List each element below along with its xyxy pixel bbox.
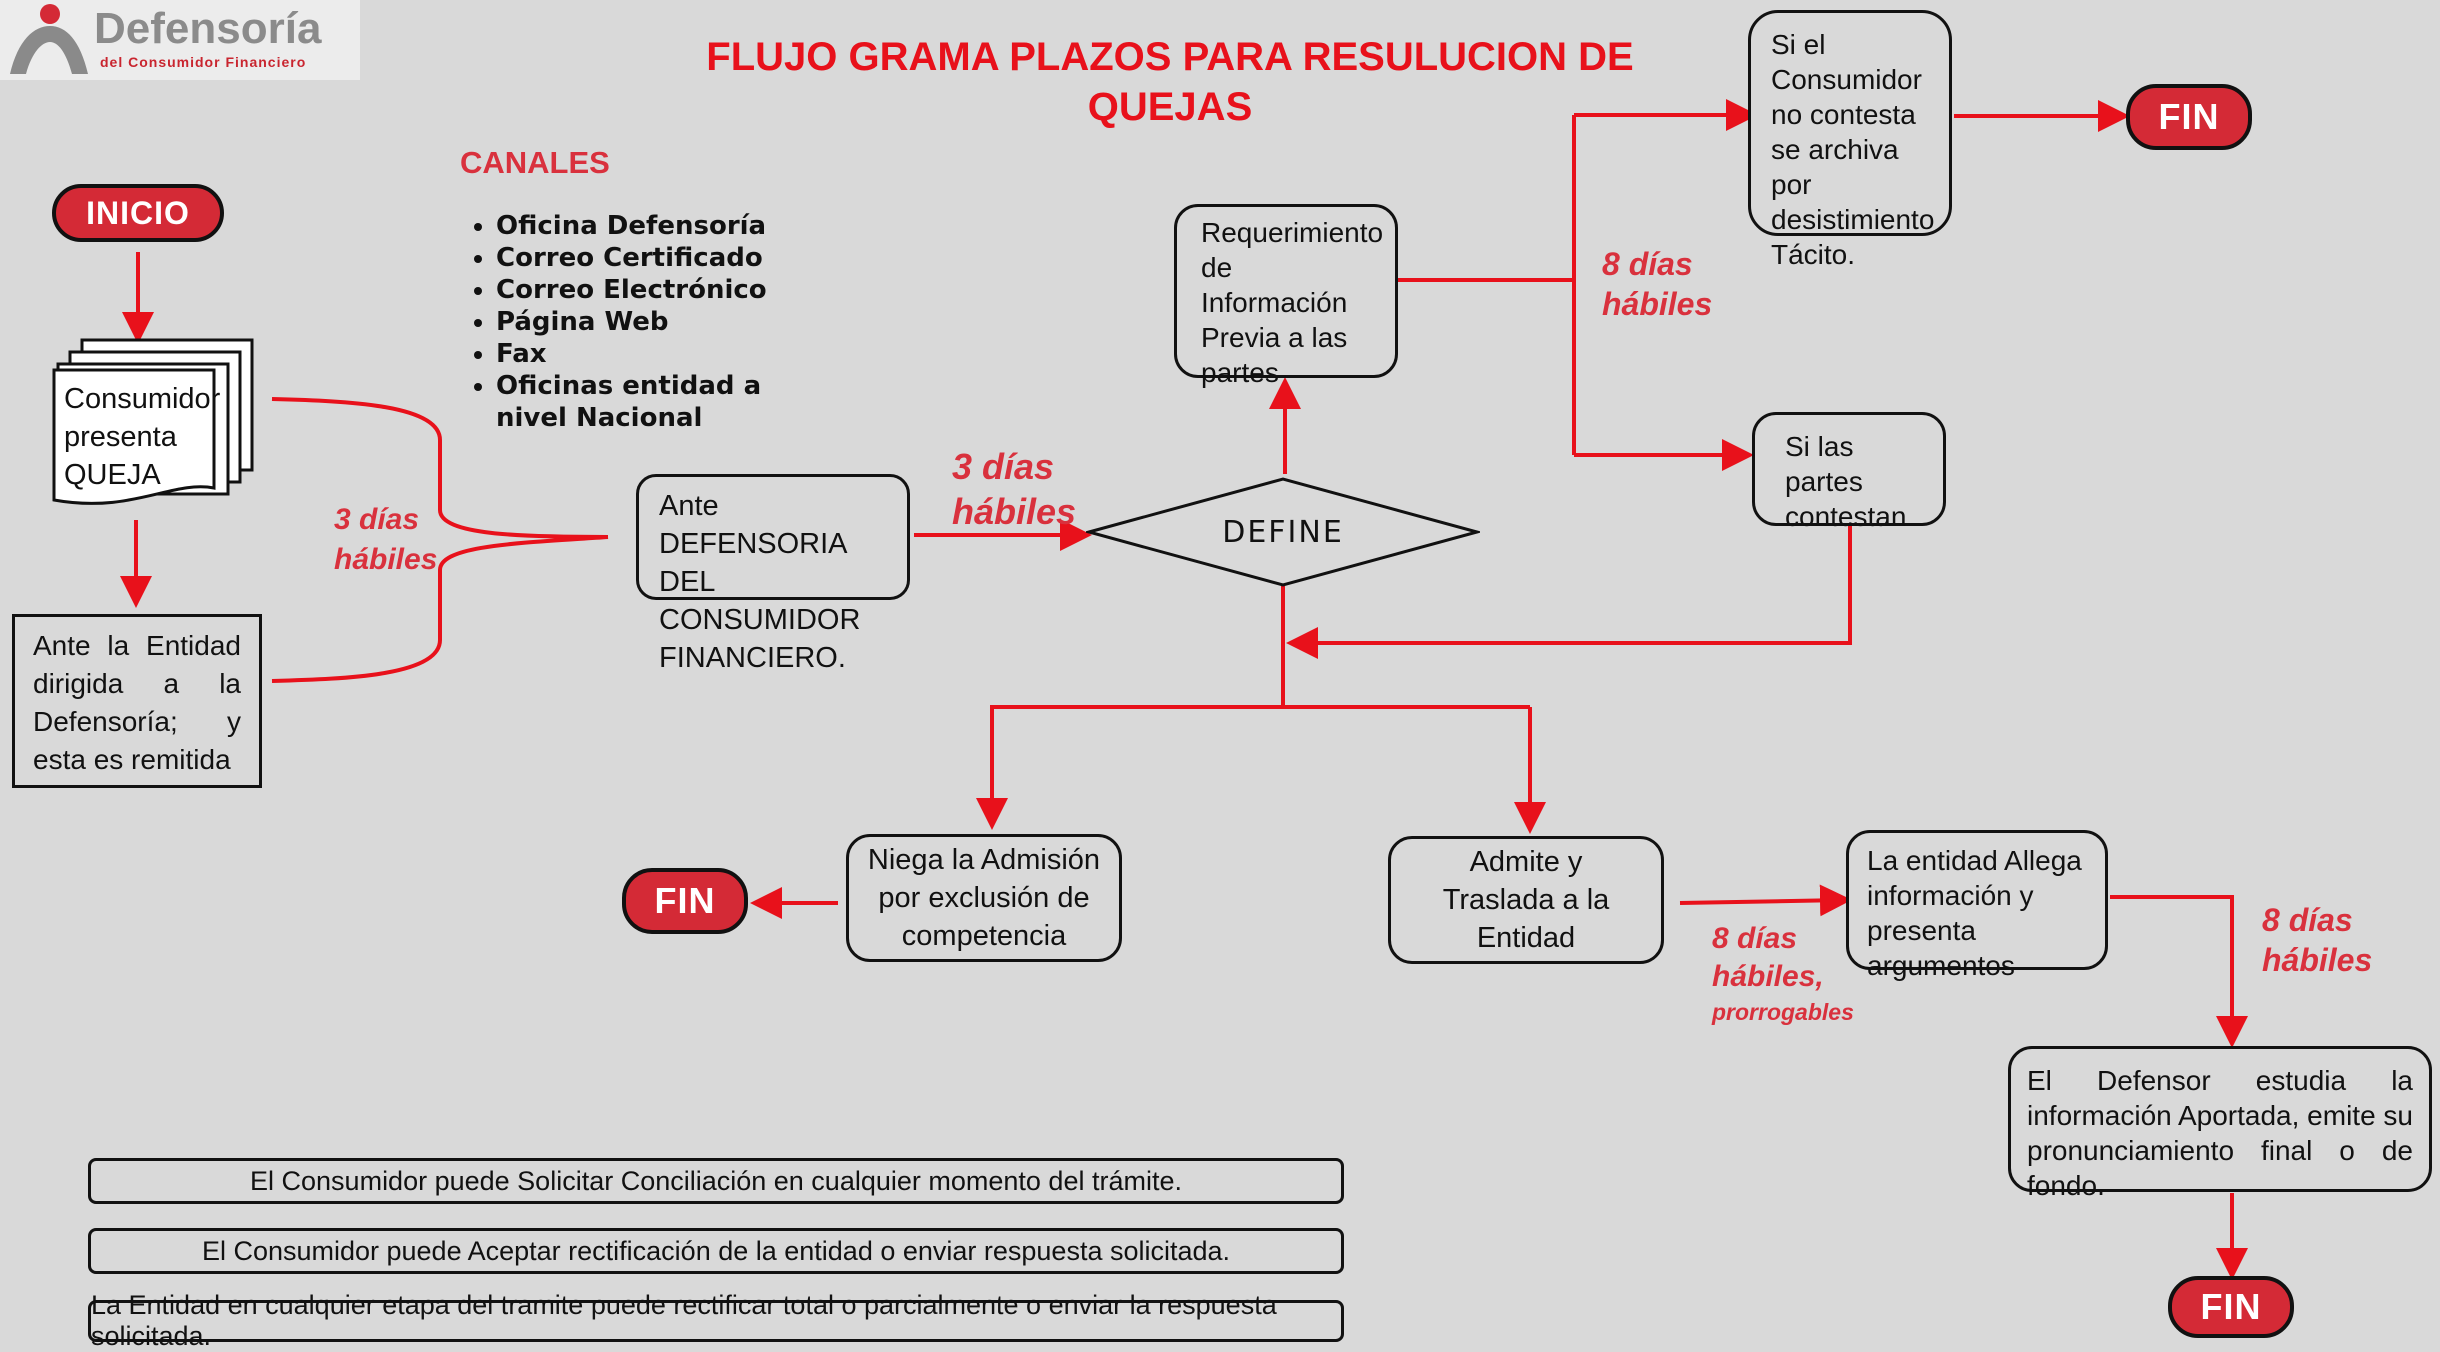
requerimiento-box: Requerimiento de Información Previa a la… — [1174, 204, 1398, 388]
brace-lower — [271, 535, 609, 683]
document-stack-icon — [52, 338, 254, 505]
arrow-allega-defensor — [2110, 895, 2248, 1048]
inicio-terminal: INICIO — [52, 184, 224, 242]
fin-terminal-left: FIN — [622, 868, 748, 934]
note-rectificacion-consumidor: El Consumidor puede Aceptar rectificació… — [88, 1228, 1344, 1274]
desistimiento-box: Si el Consumidor no contesta se archiva … — [1748, 10, 1952, 270]
consumidor-document: Consumidor presenta QUEJA — [52, 338, 258, 518]
logo-subtitle: del Consumidor Financiero — [100, 54, 307, 70]
logo: Defensoría del Consumidor Financiero — [0, 0, 360, 80]
define-decision: DEFINE — [1086, 476, 1480, 588]
plazo-8-dias-prorrogables: 8 días hábiles, prorrogables — [1712, 920, 1872, 1028]
plazo-prorrogables: prorrogables — [1712, 999, 1854, 1025]
canal-item: Fax — [496, 338, 820, 370]
fin-terminal-top: FIN — [2126, 84, 2252, 150]
logo-name: Defensoría — [94, 4, 322, 53]
defensor-box: El Defensor estudia la información Aport… — [2008, 1046, 2432, 1201]
canales-heading: CANALES — [460, 145, 610, 180]
consumidor-label: Consumidor presenta QUEJA — [64, 383, 221, 491]
canal-item: Oficina Defensoría — [496, 210, 820, 242]
admite-box: Admite y Traslada a la Entidad — [1388, 836, 1664, 964]
arrow-admite-allega — [1679, 884, 1852, 917]
niega-box: Niega la Admisión por exclusión de compe… — [846, 834, 1122, 962]
allega-box: La entidad Allega información y presenta… — [1846, 830, 2108, 981]
logo-mark-icon — [10, 4, 88, 74]
plazo-3-dias-mid: 3 días hábiles — [952, 446, 1077, 532]
plazo-8-dias-prorrogables-main: 8 días hábiles, — [1712, 922, 1824, 993]
entidad-box: Ante la Entidad dirigida a la Defensoría… — [12, 614, 262, 788]
fin-terminal-bottom: FIN — [2168, 1276, 2294, 1338]
note-conciliacion: El Consumidor puede Solicitar Conciliaci… — [88, 1158, 1344, 1204]
contestan-box: Si las partes contestan — [1752, 412, 1946, 532]
canal-item: Correo Certificado — [496, 242, 820, 274]
note-rectificacion-entidad: La Entidad en cualquier etapa del tramit… — [88, 1290, 1344, 1351]
canal-item: Página Web — [496, 306, 820, 338]
plazo-3-dias-left: 3 días hábiles — [334, 503, 438, 576]
defensoria-box: Ante DEFENSORIA DEL CONSUMIDOR FINANCIER… — [636, 474, 910, 674]
canal-item: Oficinas entidad a nivel Nacional — [496, 370, 820, 434]
plazo-8-dias-right: 8 días hábiles — [2262, 902, 2373, 978]
diamond-shape — [1086, 477, 1480, 587]
canal-item: Correo Electrónico — [496, 274, 820, 306]
plazo-8-dias-top: 8 días hábiles — [1602, 246, 1713, 322]
canales-list: Oficina Defensoría Correo Certificado Co… — [460, 210, 820, 434]
define-label: DEFINE — [1222, 514, 1344, 550]
arrow-contestan-return — [1286, 526, 1852, 659]
brace-upper — [271, 397, 609, 539]
page-title: FLUJO GRAMA PLAZOS PARA RESULUCION DE QU… — [706, 35, 1634, 129]
